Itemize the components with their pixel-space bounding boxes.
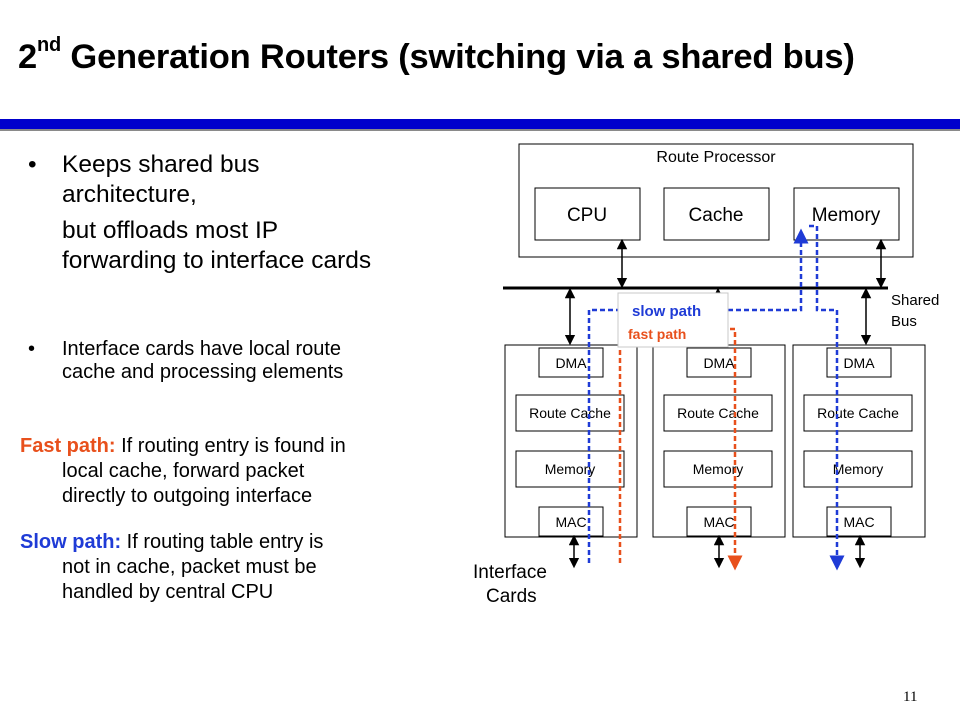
mac-box bbox=[538, 506, 604, 537]
bullet-interface-cards: Interface cards have local route cache a… bbox=[62, 338, 344, 383]
fast-path-definition: Fast path: If routing entry is found in … bbox=[20, 435, 346, 507]
slow-path-definition: Slow path: If routing table entry is not… bbox=[20, 531, 324, 603]
slow-path-label: Slow path: bbox=[20, 531, 122, 553]
mac-label: MAC bbox=[843, 514, 874, 530]
title-rule bbox=[0, 119, 960, 129]
dma-label: DMA bbox=[843, 355, 875, 371]
memory-box bbox=[793, 187, 900, 241]
route-cache-label: Route Cache bbox=[677, 405, 759, 421]
card-memory-label: Memory bbox=[693, 461, 744, 477]
route-cache-box bbox=[803, 394, 913, 432]
card-memory-box bbox=[803, 450, 913, 488]
interface-card-3: DMA Route Cache Memory MAC bbox=[792, 344, 926, 538]
route-processor-label: Route Processor bbox=[656, 149, 776, 166]
card-memory-box bbox=[515, 450, 625, 488]
dma-label: DMA bbox=[555, 355, 587, 371]
route-cache-box bbox=[515, 394, 625, 432]
slide-title: 2nd Generation Routers (switching via a … bbox=[18, 34, 855, 76]
cpu-label: CPU bbox=[567, 205, 607, 226]
card-memory-label: Memory bbox=[833, 461, 884, 477]
cache-box bbox=[663, 187, 770, 241]
cpu-box bbox=[534, 187, 641, 241]
dma-label: DMA bbox=[703, 355, 735, 371]
mac-label: MAC bbox=[703, 514, 734, 530]
cache-label: Cache bbox=[689, 205, 744, 226]
shared-bus-label-1: Shared bbox=[891, 292, 939, 309]
interface-card-2: DMA Route Cache Memory MAC bbox=[652, 344, 786, 538]
card-memory-label: Memory bbox=[545, 461, 596, 477]
route-cache-label: Route Cache bbox=[529, 405, 611, 421]
title-rule-shadow bbox=[0, 129, 960, 131]
memory-label: Memory bbox=[812, 205, 881, 226]
mac-box bbox=[686, 506, 752, 537]
path-label-box bbox=[617, 292, 729, 348]
fast-path-diagram-label: fast path bbox=[628, 326, 686, 342]
mac-label: MAC bbox=[555, 514, 586, 530]
page-number: 11 bbox=[903, 689, 918, 705]
interface-cards-label-2: Cards bbox=[486, 586, 537, 607]
route-cache-label: Route Cache bbox=[817, 405, 899, 421]
shared-bus-label-2: Bus bbox=[891, 313, 917, 330]
slow-path-diagram-label: slow path bbox=[632, 303, 701, 320]
route-cache-box bbox=[663, 394, 773, 432]
bullet-dot: • bbox=[28, 338, 36, 360]
interface-cards-label-1: Interface bbox=[473, 562, 547, 583]
slow-path-down bbox=[809, 224, 845, 571]
bullet-dot: • bbox=[28, 151, 37, 178]
dma-box bbox=[686, 347, 752, 378]
card-memory-box bbox=[663, 450, 773, 488]
interface-card-1: DMA Route Cache Memory MAC bbox=[504, 344, 638, 538]
fast-path-label: Fast path: bbox=[20, 435, 116, 457]
bullet-keeps-shared-bus: Keeps shared bus architecture, but offlo… bbox=[62, 151, 372, 274]
dma-box bbox=[538, 347, 604, 378]
